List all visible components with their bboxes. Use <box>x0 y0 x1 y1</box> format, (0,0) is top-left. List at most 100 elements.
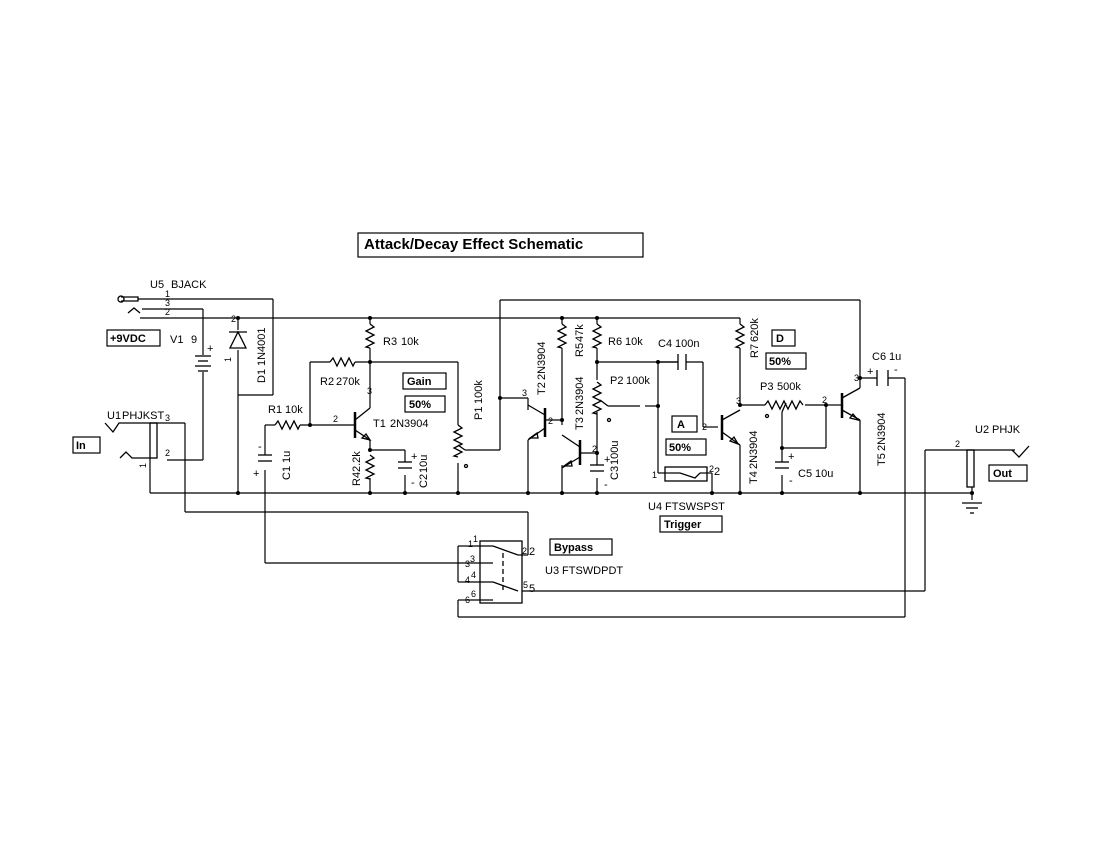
svg-text:3: 3 <box>736 396 741 406</box>
svg-text:3: 3 <box>165 298 170 308</box>
ground-icon <box>962 502 982 514</box>
svg-text:V1: V1 <box>170 334 183 346</box>
svg-text:6: 6 <box>471 589 476 599</box>
svg-text:D1: D1 <box>256 369 268 383</box>
svg-text:2: 2 <box>714 466 720 478</box>
svg-text:PHJK: PHJK <box>992 424 1021 436</box>
svg-text:R2: R2 <box>320 376 334 388</box>
c6-capacitor: C6 1u + - <box>867 351 901 386</box>
wires <box>130 298 1015 618</box>
u4-trigger-switch: 1 2 2 U4 FTSWSPST <box>648 464 725 513</box>
svg-text:10k: 10k <box>401 336 419 348</box>
svg-text:C6: C6 <box>872 351 886 363</box>
svg-text:5: 5 <box>529 583 535 595</box>
svg-text:2: 2 <box>231 314 236 324</box>
attack-value-box <box>665 438 707 456</box>
svg-text:2N3904: 2N3904 <box>536 341 548 380</box>
bypass-label: Bypass <box>554 542 593 554</box>
decay-label-box <box>771 329 796 347</box>
svg-text:-: - <box>789 475 793 487</box>
svg-text:FTSWSPST: FTSWSPST <box>665 501 725 513</box>
supply-label-box <box>106 329 161 347</box>
supply-label: +9VDC <box>110 333 146 345</box>
c3-capacitor: + - C3 100u <box>590 441 621 491</box>
r6-resistor: R6 10k <box>591 323 643 349</box>
trigger-label: Trigger <box>664 519 702 531</box>
gain-value: 50% <box>409 399 431 411</box>
svg-text:2: 2 <box>333 414 338 424</box>
svg-text:6: 6 <box>465 595 470 605</box>
gain-label-box <box>402 372 447 390</box>
u5-power-jack: U5 BJACK 1 3 2 <box>117 279 207 317</box>
svg-text:+: + <box>867 366 873 378</box>
svg-text:U1: U1 <box>107 410 121 422</box>
svg-text:2N3904: 2N3904 <box>574 376 586 415</box>
title-box <box>357 232 644 258</box>
gain-value-box <box>404 395 446 413</box>
svg-text:10k: 10k <box>625 336 643 348</box>
t5-transistor: 2 3 T5 2N3904 <box>822 373 888 466</box>
svg-text:3: 3 <box>470 554 475 564</box>
svg-text:R1: R1 <box>268 404 282 416</box>
attack-value: 50% <box>669 442 691 454</box>
svg-text:100u: 100u <box>609 441 621 465</box>
svg-text:+: + <box>788 451 794 463</box>
svg-text:+: + <box>207 343 213 355</box>
svg-text:100k: 100k <box>473 380 485 404</box>
u3-bypass-switch: 1 1 3 3 4 4 6 6 2 2 5 5 U3 FTSWDPDT <box>465 534 623 605</box>
svg-text:2N3904: 2N3904 <box>876 412 888 451</box>
svg-text:1: 1 <box>473 534 478 544</box>
in-label-box <box>72 436 101 454</box>
svg-text:2: 2 <box>592 444 597 454</box>
svg-text:2.2k: 2.2k <box>351 451 363 472</box>
svg-text:U2: U2 <box>975 424 989 436</box>
svg-text:10u: 10u <box>418 455 430 473</box>
svg-text:1u: 1u <box>889 351 901 363</box>
c1-capacitor: - + C1 1u <box>253 441 293 480</box>
svg-text:1: 1 <box>652 470 657 480</box>
svg-text:R7: R7 <box>749 344 761 358</box>
svg-text:-: - <box>411 477 415 489</box>
svg-text:2: 2 <box>165 448 170 458</box>
out-label: Out <box>993 468 1012 480</box>
schematic-title: Attack/Decay Effect Schematic <box>364 236 583 253</box>
svg-text:U3: U3 <box>545 565 559 577</box>
svg-text:4: 4 <box>471 570 476 580</box>
u2-output-jack: U2 PHJK 2 <box>955 424 1030 488</box>
r3-resistor: R3 10k <box>364 323 419 349</box>
decay-label: D <box>776 333 784 345</box>
svg-text:-: - <box>258 441 262 453</box>
svg-text:T2: T2 <box>536 382 548 395</box>
svg-text:T3: T3 <box>574 417 586 430</box>
trigger-label-box <box>659 515 723 533</box>
svg-text:5: 5 <box>523 580 528 590</box>
svg-text:FTSWDPDT: FTSWDPDT <box>562 565 623 577</box>
svg-text:U4: U4 <box>648 501 662 513</box>
svg-text:+: + <box>253 468 259 480</box>
svg-text:-: - <box>604 479 608 491</box>
svg-text:47k: 47k <box>574 324 586 342</box>
p1-potentiometer: P1 100k <box>452 380 485 469</box>
svg-text:3: 3 <box>465 559 470 569</box>
r2-resistor: R2 270k <box>320 356 360 388</box>
u1-input-jack: U1 PHJKST 3 2 1 <box>104 410 170 468</box>
svg-text:10k: 10k <box>285 404 303 416</box>
r1-resistor: R1 10k <box>268 404 303 431</box>
attack-label-box <box>671 415 698 433</box>
c5-capacitor: + - C5 10u <box>775 451 833 487</box>
svg-text:T4: T4 <box>748 471 760 484</box>
in-label: In <box>76 440 86 452</box>
svg-text:9: 9 <box>191 334 197 346</box>
svg-text:+: + <box>411 451 417 463</box>
junctions <box>236 316 974 495</box>
svg-text:R3: R3 <box>383 336 397 348</box>
svg-text:2: 2 <box>702 422 707 432</box>
svg-text:10u: 10u <box>815 468 833 480</box>
svg-text:500k: 500k <box>777 381 801 393</box>
svg-text:R5: R5 <box>574 343 586 357</box>
svg-text:3: 3 <box>165 413 170 423</box>
svg-text:C1: C1 <box>281 466 293 480</box>
out-label-box <box>988 464 1028 482</box>
svg-text:P1: P1 <box>473 407 485 420</box>
svg-text:C3: C3 <box>609 466 621 480</box>
